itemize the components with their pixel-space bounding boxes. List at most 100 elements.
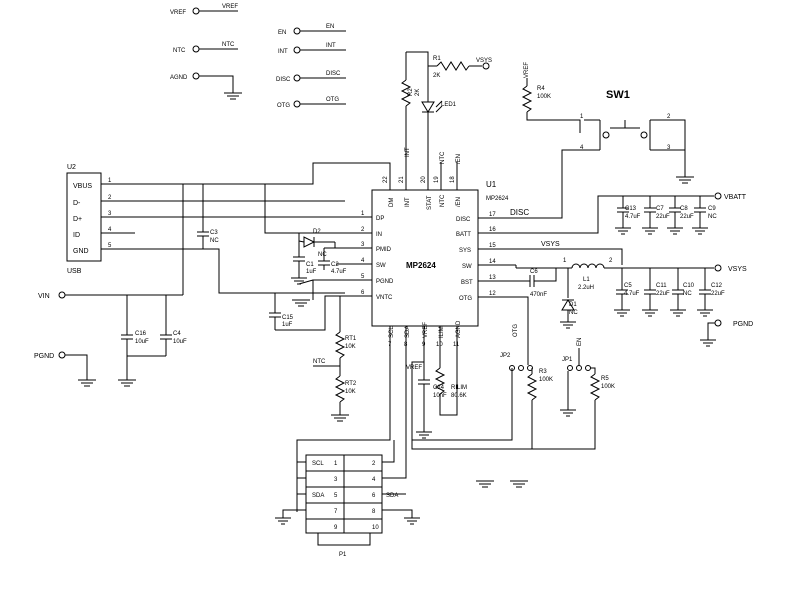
sw1-pin1: 1 [580, 114, 584, 120]
p1-scl-label: SCL [312, 461, 324, 467]
r5-value: 100K [601, 384, 615, 390]
p1-pin-5: 5 [334, 493, 338, 499]
pin-name-ilim: ILIM [439, 326, 445, 338]
usb-connector-u2: U2 USB VBUS D- D+ ID GND 1 2 3 4 5 [66, 164, 135, 275]
pin-name-in: IN [376, 232, 382, 238]
ground-symbol [476, 480, 494, 488]
c11-value: 22uF [656, 291, 670, 297]
ground-symbol [78, 379, 96, 387]
d1-value: NC [569, 310, 578, 316]
legend-disc-label: DISC [276, 77, 291, 83]
pin-name-sys: SYS [459, 248, 471, 254]
l1-inductor [571, 263, 605, 269]
legend-ntc-terminal [192, 45, 200, 53]
ic-designator: U1 [486, 180, 497, 189]
usb-pin-name-vbus: VBUS [73, 183, 92, 190]
l1-value: 2.2uH [578, 285, 594, 291]
pgnd-left-label: PGND [34, 353, 54, 360]
r4-resistor [521, 85, 533, 113]
sw1-pin4: 4 [580, 145, 584, 151]
battery-output: DISC VBATT C13 4.7uF C7 22uF C8 22uF C9 … [506, 192, 747, 235]
r1-value: 2K [433, 73, 440, 79]
c5-value: 4.7uF [624, 291, 640, 297]
c10-value: NC [683, 291, 692, 297]
pin-name-agnd: AGND [456, 320, 462, 338]
legend-en-terminal [293, 27, 301, 35]
ground-symbol [275, 517, 291, 525]
p1-pin-10: 10 [372, 525, 379, 531]
p1-pin-6: 6 [372, 493, 376, 499]
pgnd-right-terminal [714, 319, 722, 327]
pin-num-21: 21 [399, 176, 405, 183]
usb-footer-label: USB [67, 268, 82, 275]
legend-agnd-label: AGND [170, 75, 188, 81]
c5-ref: C5 [624, 283, 632, 289]
pin-num-16: 16 [489, 227, 496, 233]
r5-resistor [589, 373, 601, 401]
rt1-resistor [334, 331, 346, 359]
node-label-1: 1 [563, 258, 567, 264]
ground-symbol [224, 92, 242, 100]
c7-value: 22uF [656, 214, 670, 220]
ground-symbol [614, 309, 630, 317]
legend-en-net: EN [326, 24, 334, 30]
r2-ref: R2 [408, 88, 414, 96]
legend-otg-terminal [293, 100, 301, 108]
p1-pin-1: 1 [334, 461, 338, 467]
c8-ref: C8 [680, 206, 688, 212]
rt1-ref: RT1 [345, 336, 357, 342]
vbatt-terminal [714, 192, 722, 200]
system-output: VSYS C6 470nF 1 2 L1 2.2uH VSYS D1 NC C5 [506, 241, 753, 347]
pin-num-19: 19 [434, 176, 440, 183]
vref-mid-label: VREF [406, 365, 422, 371]
p1-pin-4: 4 [372, 477, 376, 483]
sw1-ref: SW1 [606, 89, 630, 101]
ic-body [371, 189, 479, 327]
pin-num-1: 1 [361, 211, 365, 217]
c13-ref: C13 [625, 206, 637, 212]
ground-symbol [615, 227, 631, 235]
c2-ref: C2 [331, 262, 339, 268]
int-top-label: INT [405, 147, 411, 157]
usb-pin-num-5: 5 [108, 243, 112, 249]
c3-ref: C3 [210, 230, 218, 236]
c6-ref: C6 [530, 269, 538, 275]
vin-terminal [58, 291, 66, 299]
r2-resistor [400, 79, 412, 107]
c16-ref: C16 [135, 331, 147, 337]
pin-name-bst: BST [461, 280, 473, 286]
pin-name-pgnd: PGND [376, 279, 394, 285]
input-wiring: C3 NC D2 NC C1 1uF C2 4.7uF [135, 162, 391, 331]
usb-pin-name-gnd: GND [73, 248, 89, 255]
sys-net-label: VSYS [541, 241, 560, 248]
c15-ref: C15 [282, 315, 294, 321]
p1-pin-7: 7 [334, 509, 338, 515]
rilim-resistor [434, 367, 446, 395]
legend-en-label: EN [278, 30, 286, 36]
ntc-mid-label: NTC [313, 359, 326, 365]
pin-name-otg: OTG [459, 296, 472, 302]
vbatt-label: VBATT [724, 194, 747, 201]
ground-symbol [667, 227, 683, 235]
legend-otg-net: OTG [326, 97, 339, 103]
node-label-2: 2 [609, 258, 613, 264]
c6-value: 470nF [530, 292, 547, 298]
led-indicator-circuit: R1 2K VSYS R2 2K LED1 [400, 51, 492, 176]
pin-name-disc: DISC [456, 217, 471, 223]
usb-pin-num-3: 3 [108, 211, 112, 217]
pin-num-15: 15 [489, 243, 496, 249]
r4-ref: R4 [537, 86, 545, 92]
usb-pin-name-dminus: D- [73, 200, 81, 207]
r5-ref: R5 [601, 376, 609, 382]
legend-disc-terminal [293, 74, 301, 82]
ground-symbol [700, 339, 716, 347]
vsys-out-label: VSYS [728, 266, 747, 273]
p1-pin-8: 8 [372, 509, 376, 515]
p1-pin-2: 2 [372, 461, 376, 467]
legend-int-net: INT [326, 43, 336, 49]
ntc-top-label: NTC [440, 151, 446, 164]
pin-num-12: 12 [489, 291, 496, 297]
switch-sw1-circuit: VREF R4 100K SW1 1 2 3 4 [491, 62, 694, 219]
